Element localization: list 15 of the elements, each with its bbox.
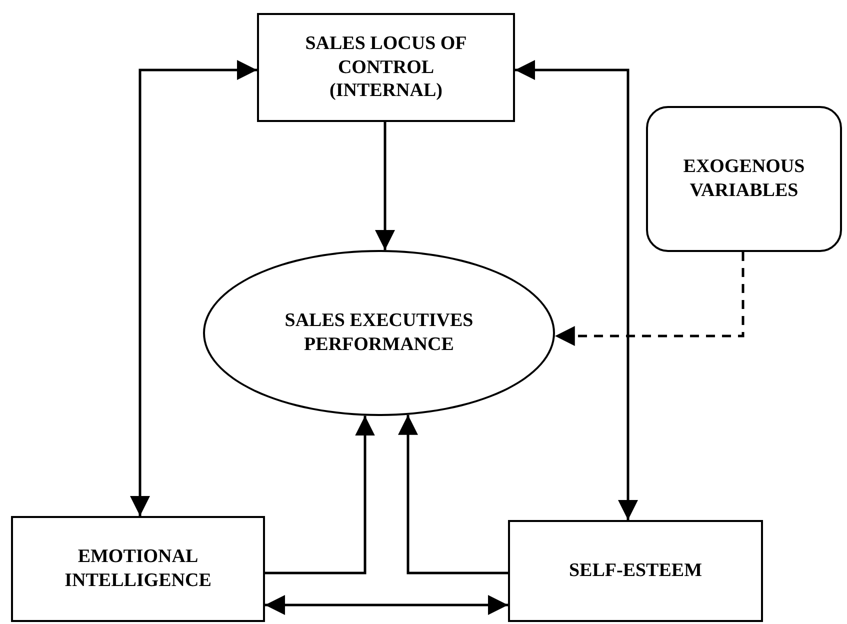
- construct-box: [11, 516, 265, 622]
- node-label: SELF-ESTEEM: [568, 559, 702, 583]
- node-label: EXOGENOUS VARIABLES: [682, 155, 806, 203]
- construct-box: [508, 520, 763, 622]
- construct-box: [257, 13, 515, 122]
- arrow: [515, 60, 638, 520]
- node-label: SALES LOCUS OF CONTROL (INTERNAL): [304, 32, 468, 104]
- dashed-arrow: [554, 252, 744, 346]
- node-label: EMOTIONAL INTELLIGENCE: [64, 545, 212, 593]
- rounded-box: [646, 106, 842, 252]
- arrow: [398, 414, 508, 574]
- node-label: SALES EXECUTIVES PERFORMANCE: [284, 309, 474, 357]
- arrow: [375, 122, 395, 250]
- arrow: [130, 60, 257, 516]
- arrow: [265, 595, 508, 615]
